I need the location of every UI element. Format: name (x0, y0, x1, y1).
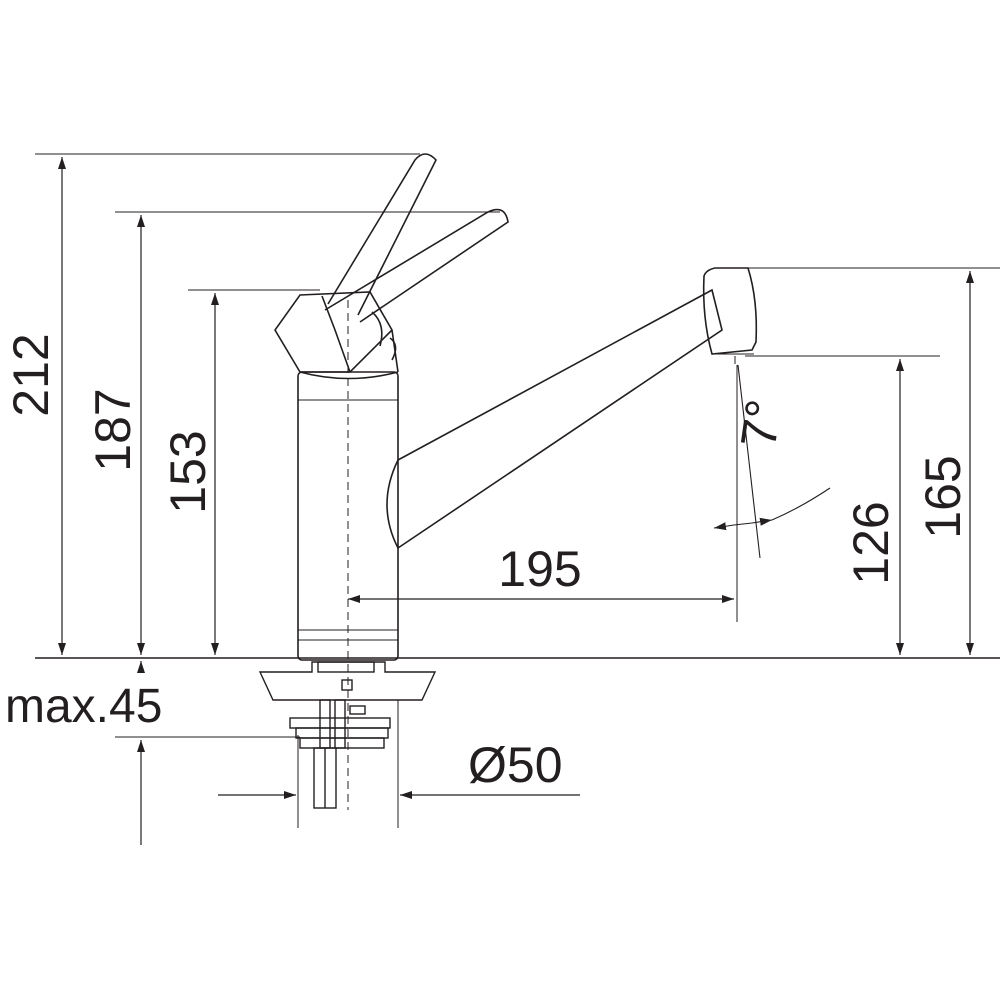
label-153: 153 (160, 430, 216, 513)
angle-indicator (713, 364, 831, 559)
label-max45: max.45 (5, 680, 162, 733)
label-187: 187 (85, 388, 141, 471)
label-195: 195 (498, 541, 581, 597)
mounting-hardware (258, 661, 437, 809)
lever-handle (324, 153, 509, 361)
label-165: 165 (915, 455, 971, 538)
label-212: 212 (3, 333, 59, 416)
extension-lines (35, 153, 1000, 828)
label-7deg: 7° (730, 396, 792, 451)
lever-base (274, 291, 399, 380)
spout (386, 267, 758, 549)
label-d50: Ø50 (468, 737, 563, 793)
label-126: 126 (843, 501, 899, 584)
